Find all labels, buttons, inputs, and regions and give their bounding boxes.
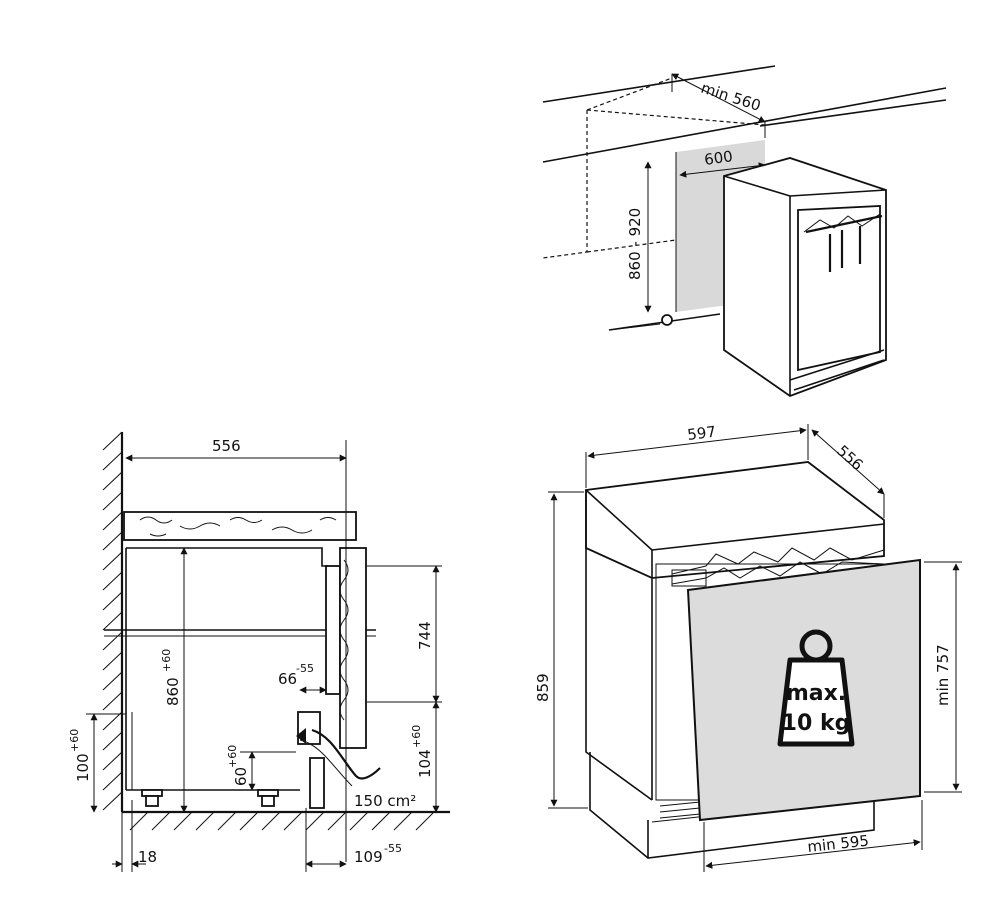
dim-min-595: min 595	[807, 832, 870, 856]
dim-860-920: 860 - 920	[626, 208, 644, 280]
dim-60-tolerance: +60	[226, 745, 239, 768]
dim-109-tolerance: -55	[384, 842, 402, 855]
dim-min-757: min 757	[934, 644, 952, 706]
dim-60: 60	[232, 767, 250, 786]
weight-label-10kg: 10 kg	[782, 711, 851, 736]
front-perspective-view: max. 10 kg 597 556 859 min 757 min 595	[534, 423, 962, 872]
weight-icon: max. 10 kg	[777, 629, 855, 747]
dim-556-side: 556	[212, 437, 241, 455]
dim-100: 100	[74, 753, 92, 782]
dim-150-cm2: 150 cm²	[354, 792, 416, 810]
dim-18: 18	[138, 848, 157, 866]
dim-66-tolerance: -55	[296, 662, 314, 675]
dim-min-560: min 560	[699, 79, 763, 115]
dim-104-tolerance: +60	[410, 725, 423, 748]
dim-100-tolerance: +60	[68, 729, 81, 752]
dim-860: 860	[164, 677, 182, 706]
dim-556-front: 556	[833, 442, 866, 475]
dim-66: 66	[278, 670, 297, 688]
side-section-view: 556 860 +60 744 104 +60 66 -55 60 +60 10…	[68, 431, 450, 872]
dim-600: 600	[703, 147, 734, 169]
dim-597: 597	[686, 423, 717, 444]
dim-744: 744	[416, 621, 434, 650]
dim-104: 104	[416, 749, 434, 778]
dim-860-tolerance: +60	[160, 649, 173, 672]
niche-perspective-view: min 560 600 860 - 920	[542, 65, 947, 398]
dim-859: 859	[534, 673, 552, 702]
weight-label-max: max.	[786, 681, 846, 706]
dim-109: 109	[354, 848, 383, 866]
